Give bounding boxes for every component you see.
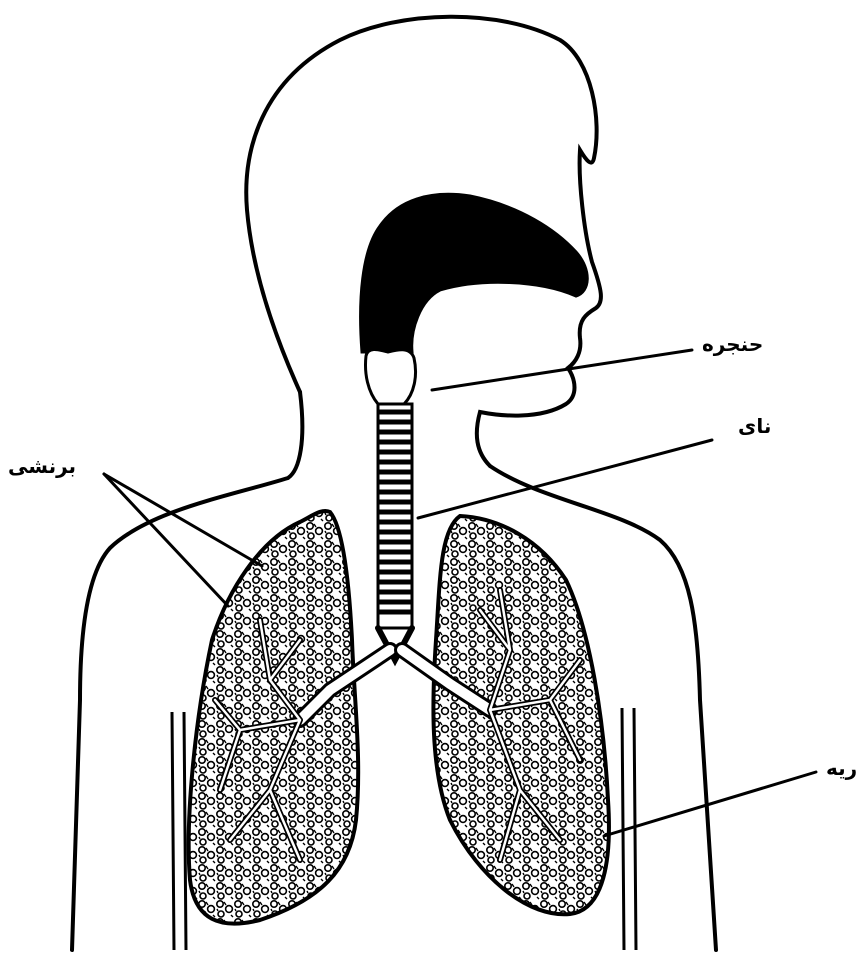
larynx-shape bbox=[366, 350, 416, 405]
label-trachea: نای bbox=[738, 416, 771, 436]
larynx-leader-line bbox=[432, 350, 692, 390]
label-bronchi: برنشی bbox=[8, 456, 76, 476]
nasal-oral-cavity bbox=[361, 194, 588, 352]
trachea-rings bbox=[378, 412, 412, 612]
right-lung bbox=[433, 516, 609, 914]
label-larynx: حنجره bbox=[702, 334, 763, 354]
left-lung bbox=[189, 511, 358, 924]
trachea-leader-line bbox=[418, 440, 712, 518]
trachea bbox=[378, 404, 412, 628]
left-inner-arm-lines bbox=[172, 712, 186, 950]
bronchi-leader-line-1 bbox=[104, 474, 262, 566]
label-lung: ریه bbox=[826, 758, 857, 778]
